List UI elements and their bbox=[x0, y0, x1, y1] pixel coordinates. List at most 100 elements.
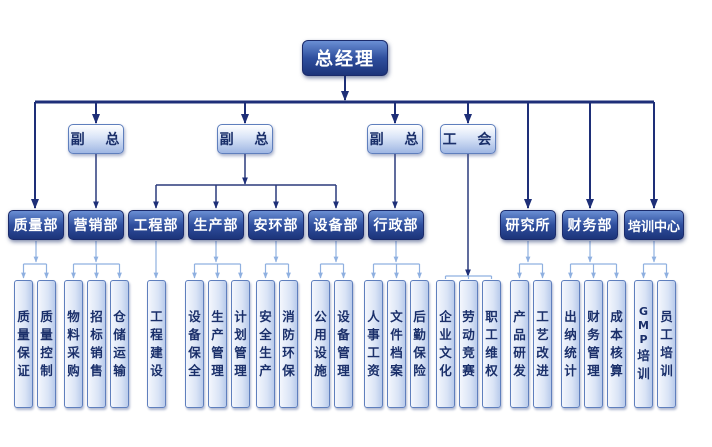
sub-unit-char: 改 bbox=[536, 345, 549, 360]
sub-unit-char: 赛 bbox=[462, 363, 475, 378]
sub-unit-char: 业 bbox=[439, 327, 452, 342]
sub-unit-char: 销 bbox=[90, 345, 103, 360]
sub-unit-box: 劳动竞赛 bbox=[459, 280, 478, 408]
sub-unit-char: 控 bbox=[40, 345, 53, 360]
sub-unit-char: 公 bbox=[314, 309, 327, 324]
sub-unit-char: 劳 bbox=[462, 309, 475, 324]
sub-unit-box: 财务管理 bbox=[584, 280, 603, 408]
sub-unit-char: 品 bbox=[513, 327, 526, 342]
sub-unit-box: 工程建设 bbox=[147, 280, 166, 408]
sub-unit-char: 生 bbox=[259, 345, 272, 360]
sub-unit-char: 全 bbox=[188, 363, 201, 378]
sub-unit-char: 竞 bbox=[462, 345, 475, 360]
sub-unit-char: 员 bbox=[660, 309, 673, 324]
sub-unit-char: 培 bbox=[660, 345, 673, 360]
sub-unit-box: 计划管理 bbox=[231, 280, 250, 408]
dept-equipment: 设备部 bbox=[308, 210, 364, 240]
dept-production: 生产部 bbox=[188, 210, 244, 240]
sub-unit-char: 产 bbox=[513, 309, 526, 324]
sub-unit-char: 工 bbox=[536, 309, 549, 324]
sub-unit-char: 划 bbox=[234, 327, 247, 342]
dept-quality: 质量部 bbox=[8, 210, 64, 240]
sub-unit-char: 发 bbox=[513, 363, 526, 378]
sub-unit-char: 险 bbox=[413, 363, 426, 378]
sub-unit-char: 培 bbox=[637, 348, 650, 363]
sub-unit-char: 工 bbox=[367, 345, 380, 360]
sub-unit-char: 出 bbox=[564, 309, 577, 324]
sub-unit-char: 文 bbox=[439, 345, 452, 360]
sub-unit-char: 勤 bbox=[413, 327, 426, 342]
sub-unit-char: G bbox=[638, 305, 649, 318]
sub-unit-char: 标 bbox=[90, 327, 103, 342]
sub-unit-box: 设备管理 bbox=[334, 280, 353, 408]
sub-unit-char: 本 bbox=[610, 327, 623, 342]
sub-unit-char: 资 bbox=[367, 363, 380, 378]
sub-unit-char: 质 bbox=[17, 309, 30, 324]
sub-unit-box: 仓储运输 bbox=[110, 280, 129, 408]
sub-unit-char: 进 bbox=[536, 363, 549, 378]
sub-unit-char: 管 bbox=[211, 345, 224, 360]
sub-unit-char: 用 bbox=[314, 327, 327, 342]
sub-unit-char: 工 bbox=[660, 327, 673, 342]
sub-unit-box: 工艺改进 bbox=[533, 280, 552, 408]
sub-unit-char: 理 bbox=[337, 363, 350, 378]
sub-unit-char: 维 bbox=[485, 345, 498, 360]
sub-unit-box: 消防环保 bbox=[279, 280, 298, 408]
sub-unit-box: 生产管理 bbox=[208, 280, 227, 408]
general-manager-box: 总经理 bbox=[302, 40, 388, 76]
sub-unit-char: 产 bbox=[259, 363, 272, 378]
sub-unit-char: 纳 bbox=[564, 327, 577, 342]
sub-unit-char: 防 bbox=[282, 327, 295, 342]
sub-unit-box: 质量保证 bbox=[14, 280, 33, 408]
sub-unit-char: 研 bbox=[513, 345, 526, 360]
sub-unit-char: 设 bbox=[337, 309, 350, 324]
sub-unit-box: 出纳统计 bbox=[561, 280, 580, 408]
sub-unit-char: 案 bbox=[390, 363, 403, 378]
sub-unit-box: 人事工资 bbox=[364, 280, 383, 408]
sub-unit-char: 计 bbox=[234, 309, 247, 324]
sub-unit-char: 保 bbox=[188, 345, 201, 360]
sub-unit-char: 工 bbox=[485, 327, 498, 342]
sub-unit-char: 艺 bbox=[536, 327, 549, 342]
sub-unit-char: 理 bbox=[587, 363, 600, 378]
sub-unit-char: 工 bbox=[150, 309, 163, 324]
sub-unit-char: 财 bbox=[587, 309, 600, 324]
sub-unit-char: 物 bbox=[67, 309, 80, 324]
sub-unit-char: 企 bbox=[439, 309, 452, 324]
dept-marketing: 营销部 bbox=[68, 210, 124, 240]
sub-unit-char: M bbox=[638, 319, 649, 332]
sub-unit-char: 建 bbox=[150, 345, 163, 360]
sub-unit-char: 算 bbox=[610, 363, 623, 378]
sub-unit-char: 设 bbox=[150, 363, 163, 378]
sub-unit-char: 管 bbox=[234, 345, 247, 360]
sub-unit-char: 生 bbox=[211, 309, 224, 324]
sub-unit-char: 后 bbox=[413, 309, 426, 324]
sub-unit-char: 文 bbox=[390, 309, 403, 324]
sub-unit-box: 公用设施 bbox=[311, 280, 330, 408]
sub-unit-char: 管 bbox=[587, 345, 600, 360]
sub-unit-char: 人 bbox=[367, 309, 380, 324]
sub-unit-char: 施 bbox=[314, 363, 327, 378]
sub-unit-box: 设备保全 bbox=[185, 280, 204, 408]
sub-unit-char: 消 bbox=[282, 309, 295, 324]
sub-unit-box: 物料采购 bbox=[64, 280, 83, 408]
sub-unit-char: 质 bbox=[40, 309, 53, 324]
dept-administration: 行政部 bbox=[368, 210, 424, 240]
sub-unit-box: 企业文化 bbox=[436, 280, 455, 408]
sub-unit-char: 料 bbox=[67, 327, 80, 342]
sub-unit-char: 输 bbox=[113, 363, 126, 378]
sub-unit-char: 备 bbox=[188, 327, 201, 342]
sub-unit-char: 环 bbox=[282, 345, 295, 360]
dept-engineering: 工程部 bbox=[128, 210, 184, 240]
sub-unit-char: 仓 bbox=[113, 309, 126, 324]
sub-unit-char: 产 bbox=[211, 327, 224, 342]
dept-safety-environment: 安环部 bbox=[248, 210, 304, 240]
sub-unit-char: 保 bbox=[17, 345, 30, 360]
sub-unit-box: 员工培训 bbox=[657, 280, 676, 408]
sub-unit-box: 文件档案 bbox=[387, 280, 406, 408]
sub-unit-box: 招标销售 bbox=[87, 280, 106, 408]
sub-unit-char: 管 bbox=[337, 345, 350, 360]
sub-unit-char: 核 bbox=[610, 345, 623, 360]
sub-unit-char: 证 bbox=[17, 363, 30, 378]
